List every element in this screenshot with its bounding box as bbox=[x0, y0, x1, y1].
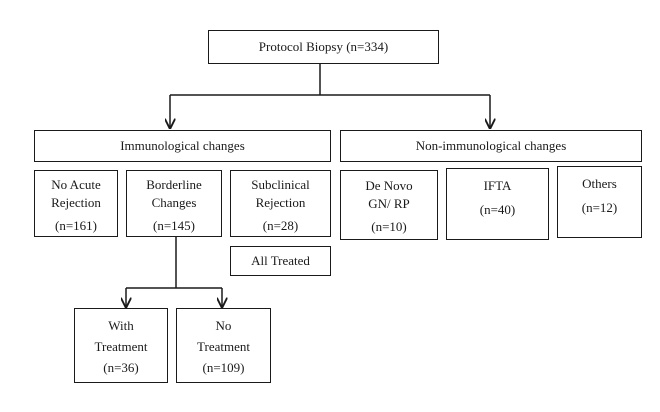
node-line: Treatment bbox=[94, 339, 148, 354]
node-line: Subclinical bbox=[251, 177, 310, 192]
root-node: Protocol Biopsy (n=334) bbox=[208, 30, 439, 64]
node-line: (n=40) bbox=[479, 202, 516, 217]
node-line: Treatment bbox=[197, 339, 250, 354]
node-line: No bbox=[215, 318, 232, 333]
group-non-immunological-label: Non-immunological changes bbox=[415, 138, 567, 153]
node-others: Others (n=12) bbox=[557, 166, 642, 238]
node-de-novo: De Novo GN/ RP (n=10) bbox=[340, 170, 438, 240]
node-line: Rejection bbox=[255, 195, 306, 210]
node-line: Rejection bbox=[51, 195, 101, 210]
node-line: (n=10) bbox=[371, 219, 407, 234]
node-line: Others bbox=[582, 176, 617, 191]
node-borderline-changes: Borderline Changes (n=145) bbox=[126, 170, 222, 237]
node-line: (n=12) bbox=[581, 200, 618, 215]
node-line: (n=28) bbox=[262, 218, 299, 233]
node-no-acute-rejection: No Acute Rejection (n=161) bbox=[34, 170, 118, 237]
node-line: With bbox=[108, 318, 134, 333]
node-line: Changes bbox=[151, 195, 197, 210]
node-line: (n=145) bbox=[153, 218, 195, 233]
node-subclinical-rejection: Subclinical Rejection (n=28) bbox=[230, 170, 331, 237]
group-immunological: Immunological changes bbox=[34, 130, 331, 162]
group-immunological-label: Immunological changes bbox=[120, 138, 245, 153]
node-line: (n=161) bbox=[55, 218, 97, 233]
node-line: De Novo bbox=[365, 178, 413, 193]
node-with-treatment: With Treatment (n=36) bbox=[74, 308, 168, 383]
node-line: No Acute bbox=[51, 177, 101, 192]
group-non-immunological: Non-immunological changes bbox=[340, 130, 642, 162]
node-line: GN/ RP bbox=[368, 196, 410, 211]
node-line: IFTA bbox=[483, 178, 512, 193]
node-ifta: IFTA (n=40) bbox=[446, 168, 549, 240]
node-line: (n=36) bbox=[103, 360, 139, 375]
node-all-treated-label: All Treated bbox=[251, 253, 310, 268]
node-no-treatment: No Treatment (n=109) bbox=[176, 308, 271, 383]
node-line: (n=109) bbox=[202, 360, 245, 375]
node-line: Borderline bbox=[146, 177, 202, 192]
root-label: Protocol Biopsy (n=334) bbox=[258, 39, 389, 54]
node-all-treated: All Treated bbox=[230, 246, 331, 276]
